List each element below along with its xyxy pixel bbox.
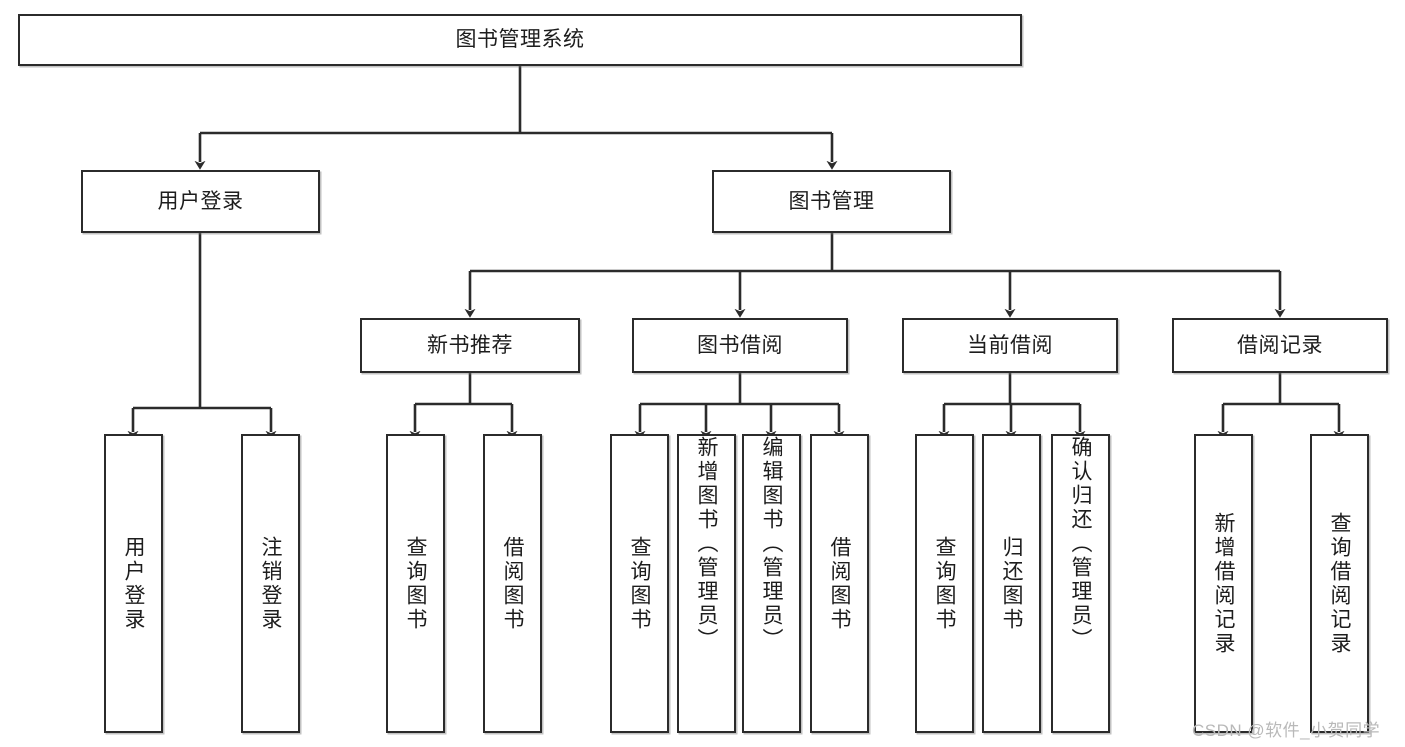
leaf-query-book-recommend[interactable]: 查询图书 — [386, 434, 445, 733]
node-borrow-record[interactable]: 借阅记录 — [1172, 318, 1388, 373]
node-label: 图书管理系统 — [455, 28, 585, 52]
leaf-borrow-book[interactable]: 借阅图书 — [810, 434, 869, 733]
node-label: 新增借阅记录 — [1212, 511, 1235, 656]
leaf-borrow-book-recommend[interactable]: 借阅图书 — [483, 434, 542, 733]
leaf-query-book-current[interactable]: 查询图书 — [915, 434, 974, 733]
node-label: 注销登录 — [259, 535, 282, 632]
node-label: 查询图书 — [933, 535, 956, 632]
node-book-manage[interactable]: 图书管理 — [712, 170, 951, 233]
leaf-query-borrow-record[interactable]: 查询借阅记录 — [1310, 434, 1369, 733]
leaf-add-borrow-record[interactable]: 新增借阅记录 — [1194, 434, 1253, 733]
node-book-borrow[interactable]: 图书借阅 — [632, 318, 848, 373]
node-current-borrow[interactable]: 当前借阅 — [902, 318, 1118, 373]
node-label: 查询图书 — [628, 535, 651, 632]
node-label: 当前借阅 — [967, 333, 1053, 357]
node-root-system[interactable]: 图书管理系统 — [18, 14, 1022, 66]
leaf-edit-book-admin[interactable]: 编辑图书（管理员） — [742, 434, 801, 733]
leaf-logout[interactable]: 注销登录 — [241, 434, 300, 733]
leaf-return-book[interactable]: 归还图书 — [982, 434, 1041, 733]
watermark-text: CSDN @软件_小贺同学 — [1192, 721, 1381, 740]
node-label: 查询借阅记录 — [1328, 511, 1351, 656]
node-user-login[interactable]: 用户登录 — [81, 170, 320, 233]
node-label: 确认归还（管理员） — [1069, 436, 1092, 652]
leaf-query-book-borrow[interactable]: 查询图书 — [610, 434, 669, 733]
node-label: 新增图书（管理员） — [695, 436, 718, 652]
node-label: 用户登录 — [157, 189, 244, 213]
node-label: 新书推荐 — [427, 333, 513, 357]
leaf-user-login[interactable]: 用户登录 — [104, 434, 163, 733]
leaf-confirm-return-admin[interactable]: 确认归还（管理员） — [1051, 434, 1110, 733]
node-label: 借阅记录 — [1237, 333, 1323, 357]
node-label: 查询图书 — [404, 535, 427, 632]
leaf-add-book-admin[interactable]: 新增图书（管理员） — [677, 434, 736, 733]
node-label: 编辑图书（管理员） — [760, 436, 783, 652]
node-label: 归还图书 — [1000, 535, 1023, 632]
node-label: 图书管理 — [788, 189, 875, 213]
node-label: 用户登录 — [122, 535, 145, 632]
node-new-book-recommend[interactable]: 新书推荐 — [360, 318, 580, 373]
node-label: 图书借阅 — [697, 333, 783, 357]
node-label: 借阅图书 — [828, 535, 851, 632]
node-label: 借阅图书 — [501, 535, 524, 632]
